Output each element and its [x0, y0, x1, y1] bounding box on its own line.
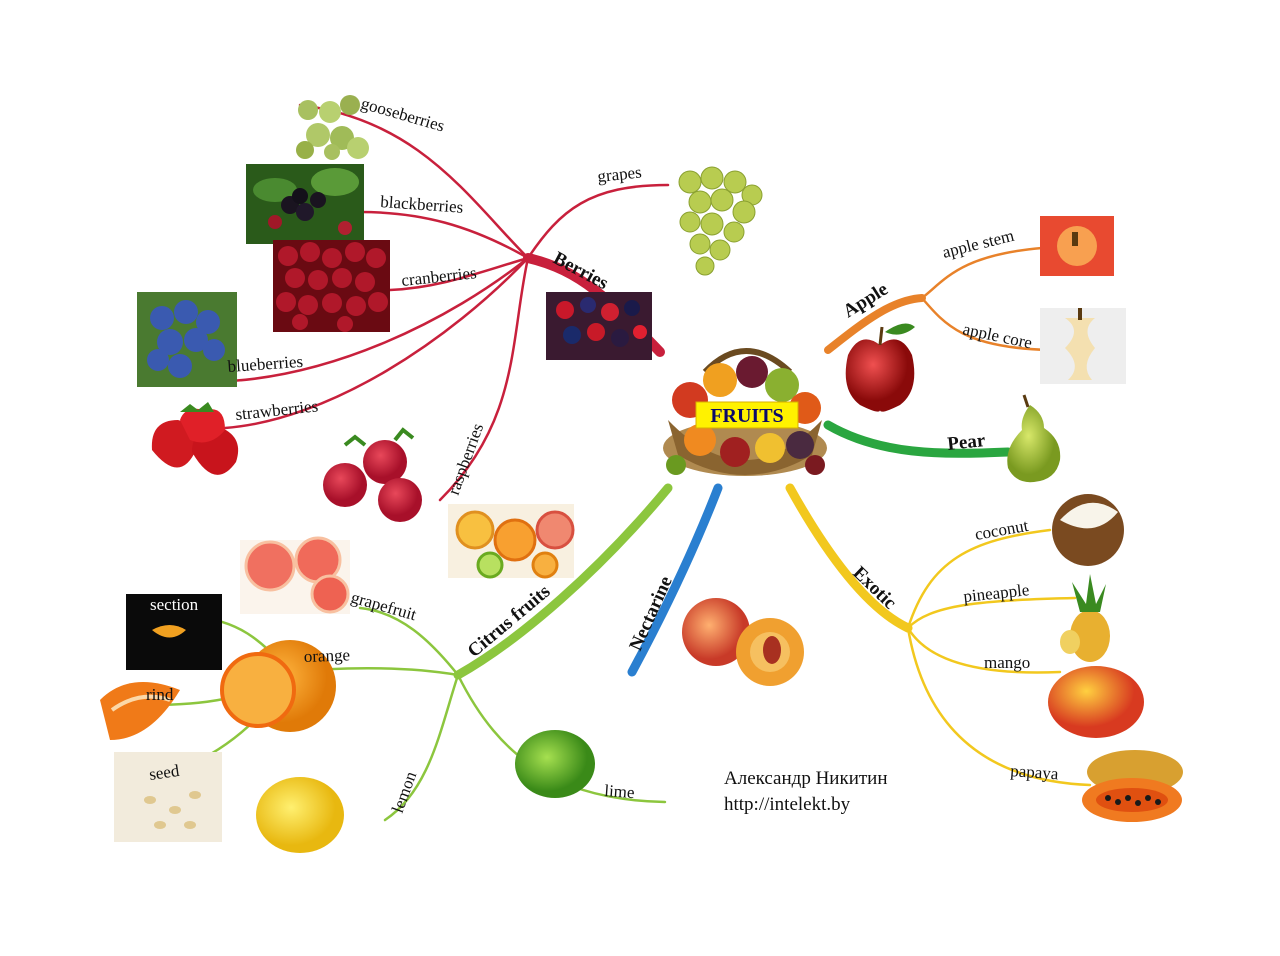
label-grapes: grapes	[596, 162, 642, 186]
seed-image	[114, 752, 222, 842]
apple-image	[845, 323, 915, 412]
apple-core-image	[1040, 308, 1126, 384]
strawberries-image	[151, 402, 239, 475]
label-pineapple: pineapple	[962, 580, 1030, 606]
lemon-image	[256, 777, 344, 853]
orange-image	[220, 640, 336, 732]
label-papaya: papaya	[1010, 761, 1060, 783]
author-name: Александр Никитин	[724, 768, 888, 789]
mixed-berries-image	[546, 292, 652, 360]
label-lemon: lemon	[388, 768, 421, 815]
label-section: section	[150, 595, 199, 614]
label-orange: orange	[303, 645, 350, 666]
label-mango: mango	[984, 653, 1030, 672]
blackberries-image	[246, 164, 364, 244]
grapefruit-image	[240, 536, 350, 614]
exotic-branch	[785, 483, 1092, 787]
label-apple-core: apple core	[961, 319, 1034, 352]
label-apple-stem: apple stem	[940, 226, 1016, 262]
pear-image	[1007, 394, 1061, 483]
mango-image	[1048, 666, 1144, 738]
berries-branch	[208, 103, 670, 502]
center-title: FRUITS	[710, 405, 783, 427]
gooseberries-image	[296, 95, 369, 160]
grapes-image	[678, 166, 763, 276]
fruit-basket-image	[663, 348, 827, 476]
label-grapefruit: grapefruit	[349, 588, 419, 625]
label-raspberries: raspberries	[444, 421, 487, 498]
pineapple-image	[1060, 574, 1110, 662]
label-gooseberries: gooseberries	[359, 94, 447, 136]
pear-branch	[823, 420, 1013, 458]
nectarine-image	[682, 598, 804, 686]
credit-block: Александр Никитин http://intelekt.by	[724, 766, 888, 818]
apple-stem-image	[1040, 216, 1114, 276]
section-image	[126, 594, 222, 670]
citrus-slices-image	[448, 504, 575, 579]
branch-label-pear: Pear	[946, 430, 987, 455]
rind-image	[100, 682, 180, 740]
label-lime: lime	[604, 781, 635, 802]
lime-image	[515, 730, 595, 798]
branch-label-berries: Berries	[550, 248, 612, 294]
nectarine-branch	[627, 483, 723, 677]
label-cranberries: cranberries	[400, 263, 477, 290]
papaya-image	[1082, 750, 1183, 822]
coconut-image	[1052, 494, 1124, 566]
branch-label-apple: Apple	[840, 279, 892, 323]
label-rind: rind	[146, 685, 174, 704]
author-site: http://intelekt.by	[724, 794, 851, 815]
label-seed: seed	[148, 761, 181, 784]
apple-branch	[824, 246, 1052, 354]
blueberries-image	[137, 292, 237, 387]
cranberries-image	[273, 240, 390, 332]
raspberries-image	[323, 427, 422, 522]
